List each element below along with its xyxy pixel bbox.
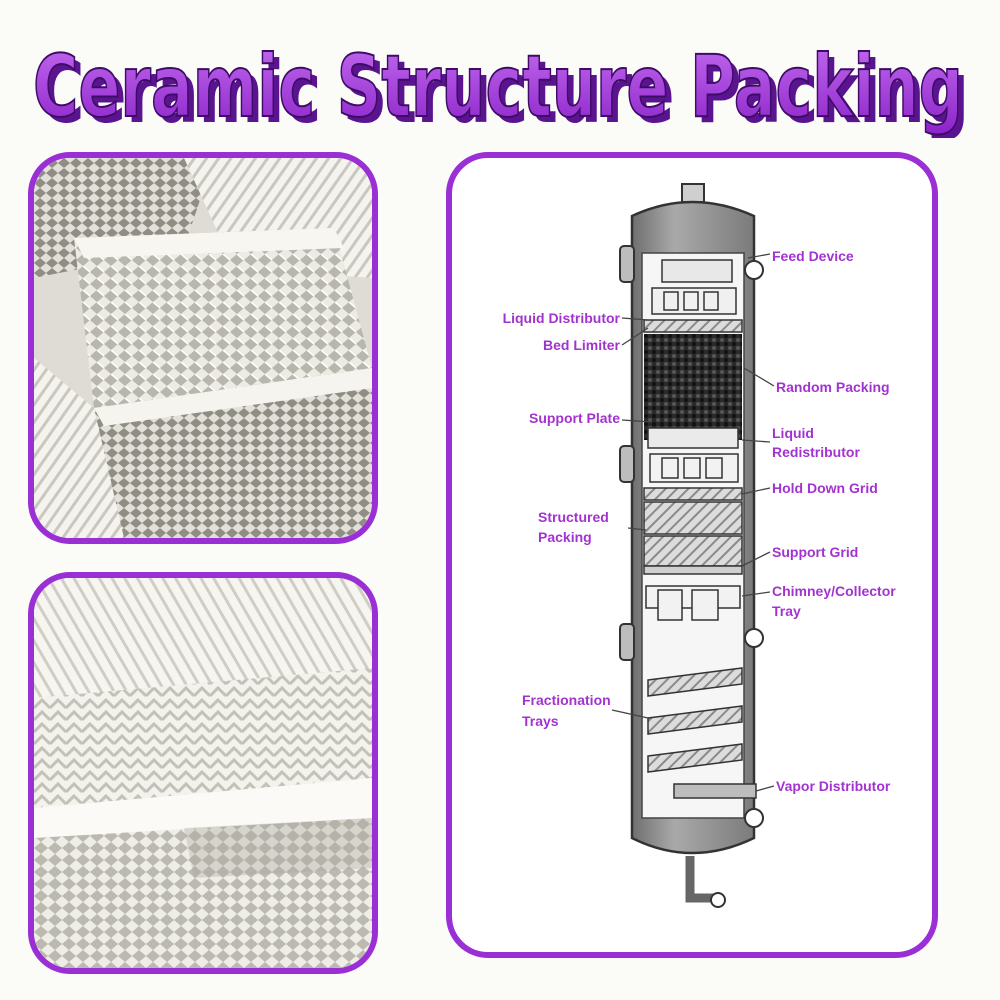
chimney-collector-tray [645, 585, 741, 621]
top-nozzle [681, 183, 705, 203]
label-feed-device: Feed Device [772, 248, 854, 264]
page-title-text: Ceramic Structure Packing [33, 37, 963, 137]
support-grid [643, 565, 743, 575]
leader-lines [611, 253, 775, 792]
ceramic-packing-closeup-photo-icon [34, 578, 372, 968]
random-packing [644, 334, 742, 440]
support-plate [647, 427, 739, 449]
label-chimney-tray-line2: Tray [772, 603, 801, 619]
label-hold-down-grid: Hold Down Grid [772, 480, 878, 496]
label-liquid-redistributor-line1: Liquid [772, 425, 814, 441]
packing-photo-panel-bottom [28, 572, 378, 974]
vapor-distributor [673, 783, 757, 799]
bed-limiter [643, 319, 743, 333]
page-title: Ceramic Structure Packing Ceramic Struct… [32, 36, 969, 138]
packing-photo-panel-top [28, 152, 378, 544]
feed-device [661, 259, 733, 283]
label-chimney-tray-line1: Chimney/Collector [772, 583, 896, 599]
distillation-column-diagram [611, 183, 775, 908]
liquid-distributor [651, 287, 737, 315]
column-diagram-panel: Feed Device Liquid Distributor Bed Limit… [446, 152, 938, 958]
page-title-shadow: Ceramic Structure Packing [39, 43, 969, 138]
label-random-packing: Random Packing [776, 379, 890, 395]
label-support-plate: Support Plate [528, 410, 620, 426]
liquid-redistributor [649, 453, 739, 483]
fractionation-trays [647, 667, 743, 773]
label-liquid-redistributor-line2: Redistributor [772, 444, 860, 460]
label-structured-packing-line2: Packing [538, 529, 592, 545]
hold-down-grid [643, 487, 743, 501]
bottom-outlet-pipe [685, 856, 714, 903]
label-fractionation-trays-line2: Trays [522, 713, 559, 729]
label-structured-packing-line1: Structured [538, 509, 609, 525]
structured-packing [643, 501, 743, 567]
label-vapor-distributor: Vapor Distributor [776, 778, 891, 794]
label-bed-limiter: Bed Limiter [542, 337, 620, 353]
ceramic-packing-photo-icon [34, 158, 372, 538]
label-fractionation-trays-line1: Fractionation [522, 692, 611, 708]
label-support-grid: Support Grid [772, 544, 859, 560]
label-liquid-distributor: Liquid Distributor [502, 310, 620, 326]
side-nozzles [619, 245, 764, 828]
